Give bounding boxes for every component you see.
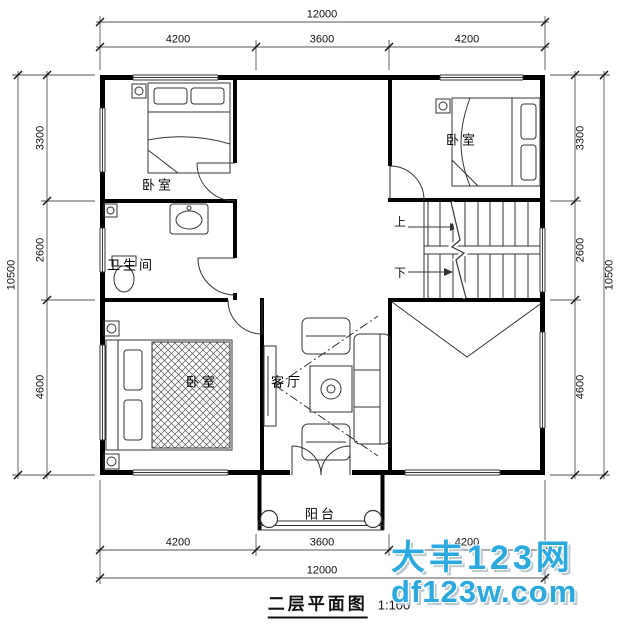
open-area-diagonals bbox=[391, 301, 544, 358]
balcony-structure bbox=[257, 475, 385, 531]
room-label-bedroom-bottom-left: 卧室 bbox=[185, 374, 219, 390]
dim-right-seg-2: 2600 bbox=[574, 237, 587, 263]
dim-left-seg-3: 4600 bbox=[34, 374, 47, 400]
room-label-balcony: 阳台 bbox=[304, 506, 338, 522]
bed-top-left bbox=[131, 82, 231, 174]
dimension-lines bbox=[12, 16, 610, 584]
stair-up-label: 上 bbox=[393, 215, 407, 229]
bed-bottom-left bbox=[103, 320, 233, 470]
dim-right-seg-1: 3300 bbox=[574, 125, 587, 151]
dim-bottom-seg-2: 3600 bbox=[309, 536, 335, 549]
room-label-bedroom-top-right: 卧室 bbox=[445, 132, 479, 148]
staircase bbox=[408, 201, 540, 299]
drawing-scale: 1:100 bbox=[377, 597, 411, 613]
drawing-title-block: 二层平面图 1:100 bbox=[267, 590, 411, 619]
dim-left-total: 10500 bbox=[5, 259, 18, 291]
dim-bottom-seg-3: 4200 bbox=[454, 536, 480, 549]
dim-right-seg-3: 4600 bbox=[574, 374, 587, 400]
dim-top-seg-1: 4200 bbox=[165, 33, 191, 46]
dim-top-total: 12000 bbox=[306, 8, 338, 21]
dimension-ticks bbox=[13, 17, 609, 583]
living-room-furniture bbox=[263, 315, 391, 461]
dim-top-seg-3: 4200 bbox=[454, 33, 480, 46]
dim-left-seg-1: 3300 bbox=[34, 125, 47, 151]
dim-bottom-total: 12000 bbox=[306, 564, 338, 577]
dim-right-total: 10500 bbox=[603, 259, 616, 291]
dim-bottom-seg-1: 4200 bbox=[165, 536, 191, 549]
room-label-bathroom: 卫生间 bbox=[106, 257, 156, 273]
bed-top-right bbox=[435, 97, 541, 187]
room-label-living-room: 客厅 bbox=[270, 374, 304, 390]
bathroom-fixtures bbox=[103, 203, 209, 293]
dim-left-seg-2: 2600 bbox=[34, 237, 47, 263]
room-label-bedroom-top-left: 卧室 bbox=[141, 177, 175, 193]
doors bbox=[196, 162, 425, 476]
stair-down-label: 下 bbox=[393, 266, 407, 280]
drawing-title: 二层平面图 bbox=[267, 590, 368, 619]
dim-top-seg-2: 3600 bbox=[309, 33, 335, 46]
